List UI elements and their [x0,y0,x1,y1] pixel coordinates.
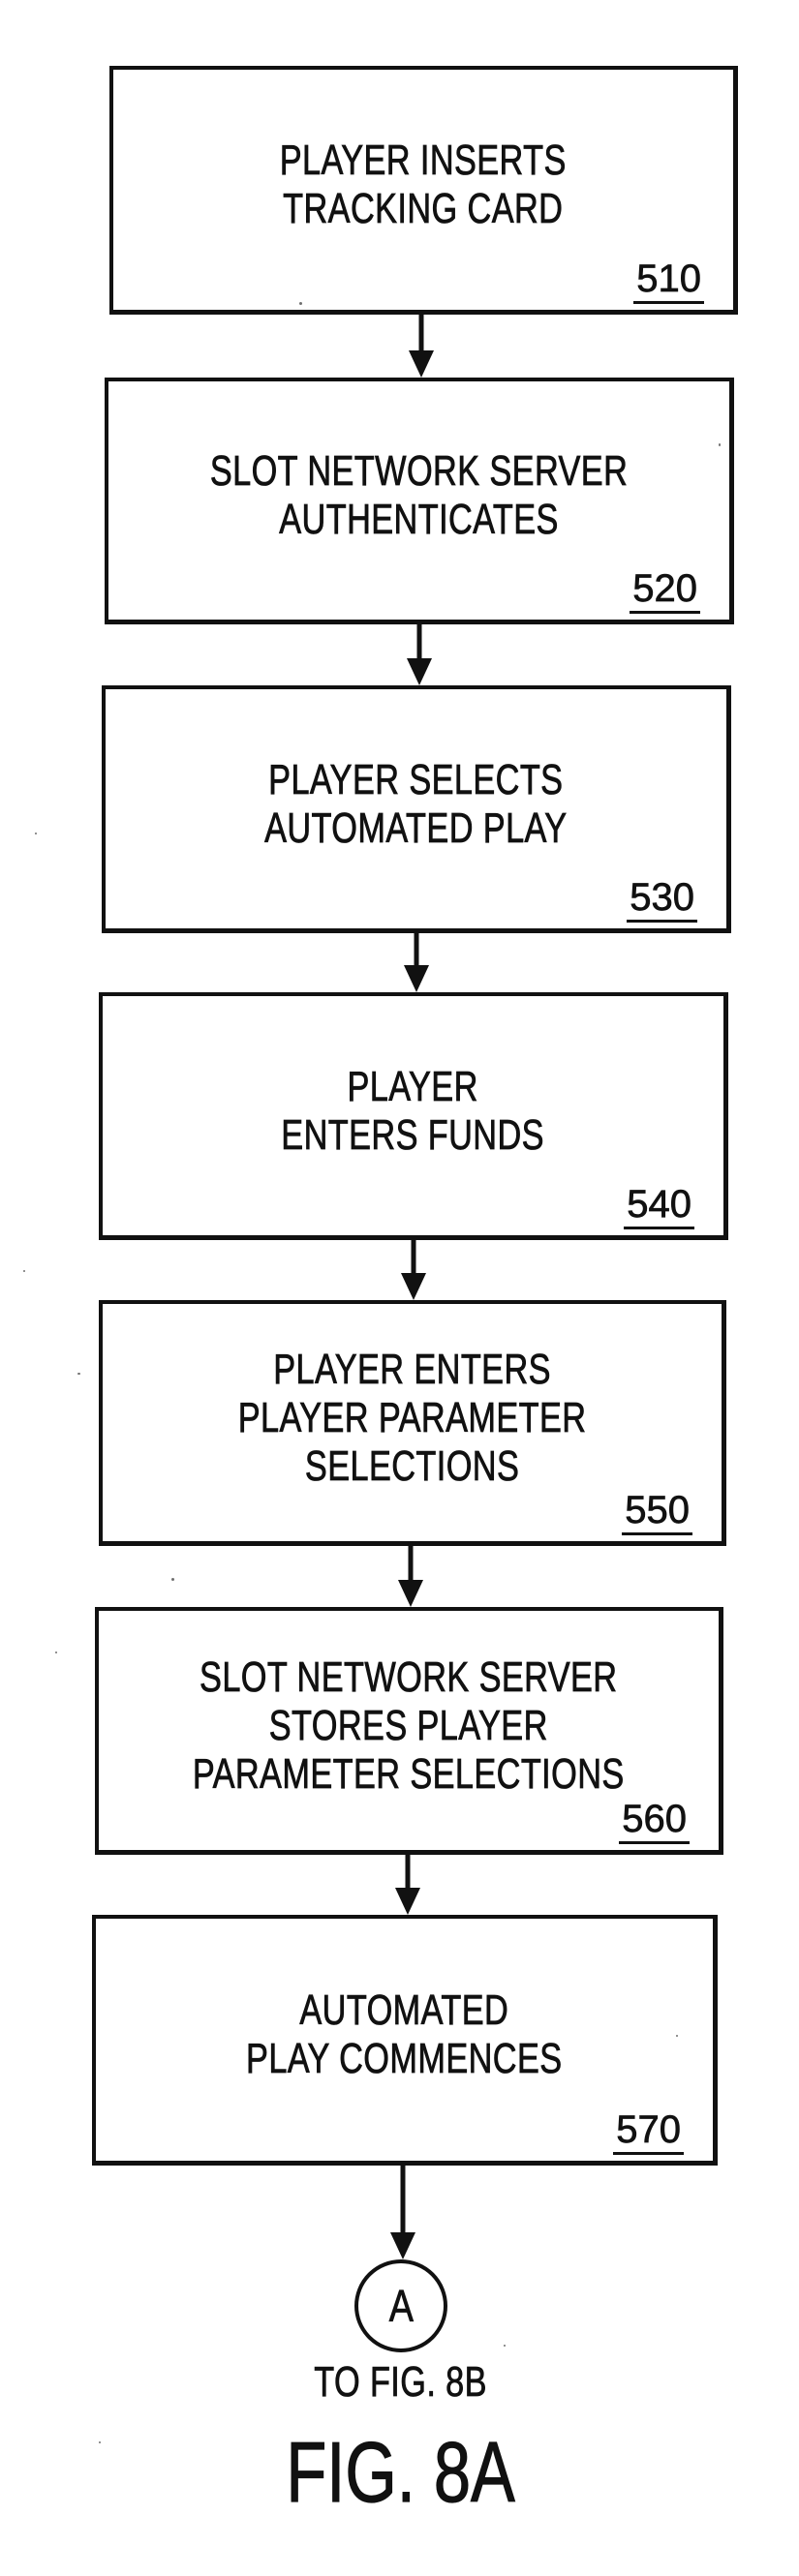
flow-box-line: AUTOMATED PLAY [264,803,568,852]
flow-box-line: PLAYER PARAMETER [237,1393,587,1441]
ref-label-540: 540 [624,1185,694,1229]
flow-box-line: SLOT NETWORK SERVER [200,1652,618,1701]
flow-arrow-1 [409,315,434,378]
scan-speck [299,302,302,305]
scan-speck [504,2345,506,2347]
flow-box-step-540: PLAYER ENTERS FUNDS 540 [99,992,728,1240]
flow-box-line: SLOT NETWORK SERVER [209,447,629,496]
flow-box-line: TRACKING CARD [283,185,564,233]
flow-arrow-7 [390,2166,415,2259]
flow-box-line: PLAYER [347,1062,479,1110]
offpage-connector-A: A [354,2259,447,2352]
flow-box-text: PLAYER SELECTS AUTOMATED PLAY [264,755,568,853]
scan-speck [23,1270,25,1272]
to-fig-8b-note-row: TO FIG. 8B [0,2358,799,2406]
flow-box-line: AUTHENTICATES [279,496,559,544]
flow-box-line: ENTERS FUNDS [281,1110,545,1159]
flow-box-text: PLAYER ENTERS FUNDS [281,1062,545,1160]
flow-arrow-6 [395,1855,420,1915]
scan-speck [55,1652,57,1653]
flow-arrow-4 [401,1240,426,1300]
ref-label-520: 520 [630,569,700,614]
arrow-shaft [416,624,422,662]
ref-label-530: 530 [627,878,697,923]
flow-box-line: AUTOMATED [299,1986,509,2035]
flow-box-text: SLOT NETWORK SERVER STORES PLAYER PARAME… [193,1652,625,1799]
flow-box-text: PLAYER ENTERS PLAYER PARAMETER SELECTION… [237,1345,587,1491]
flow-box-text: AUTOMATED PLAY COMMENCES [246,1986,563,2083]
scan-speck [719,443,721,446]
figure-caption: FIG. 8A [286,2424,516,2520]
flow-arrow-2 [407,624,432,685]
flow-box-line: PLAYER ENTERS [273,1345,551,1393]
flow-box-line: PLAYER INSERTS [279,136,568,185]
scan-speck [35,833,37,834]
arrow-down-icon [401,1273,426,1300]
ref-label-570: 570 [613,2110,684,2155]
arrow-down-icon [407,658,432,685]
arrow-down-icon [409,350,434,378]
offpage-connector-label: A [388,2281,414,2331]
flow-box-line: PARAMETER SELECTIONS [193,1749,625,1798]
flow-arrow-5 [398,1546,423,1607]
flow-box-text: SLOT NETWORK SERVER AUTHENTICATES [209,447,629,544]
ref-label-560: 560 [619,1800,690,1844]
flow-box-line: PLAY COMMENCES [246,2035,563,2083]
arrow-shaft [400,2166,406,2236]
flow-box-text: PLAYER INSERTS TRACKING CARD [280,136,567,233]
scan-speck [171,1578,174,1581]
flow-arrow-3 [404,933,429,992]
arrow-down-icon [390,2232,415,2259]
arrow-down-icon [395,1888,420,1915]
scan-speck [676,2035,678,2037]
ref-label-510: 510 [633,259,704,304]
arrow-shaft [411,1240,416,1277]
to-fig-8b-label: TO FIG. 8B [314,2358,488,2406]
flow-box-step-530: PLAYER SELECTS AUTOMATED PLAY 530 [102,685,731,933]
flow-box-step-520: SLOT NETWORK SERVER AUTHENTICATES 520 [105,378,734,624]
arrow-shaft [414,933,419,969]
flow-box-step-570: AUTOMATED PLAY COMMENCES 570 [92,1915,718,2166]
flow-box-step-510: PLAYER INSERTS TRACKING CARD 510 [109,66,738,315]
scan-speck [77,1373,80,1375]
ref-label-550: 550 [622,1491,692,1535]
flow-box-line: STORES PLAYER [268,1701,548,1749]
arrow-shaft [405,1855,411,1892]
figure-caption-row: FIG. 8A [0,2424,799,2520]
flow-box-line: SELECTIONS [304,1441,520,1490]
arrow-shaft [408,1546,414,1584]
arrow-down-icon [398,1580,423,1607]
flow-box-step-550: PLAYER ENTERS PLAYER PARAMETER SELECTION… [99,1300,726,1546]
flow-box-step-560: SLOT NETWORK SERVER STORES PLAYER PARAME… [95,1607,723,1855]
flow-box-line: PLAYER SELECTS [268,755,564,803]
scan-speck [99,2441,101,2443]
arrow-shaft [418,315,424,354]
arrow-down-icon [404,965,429,992]
